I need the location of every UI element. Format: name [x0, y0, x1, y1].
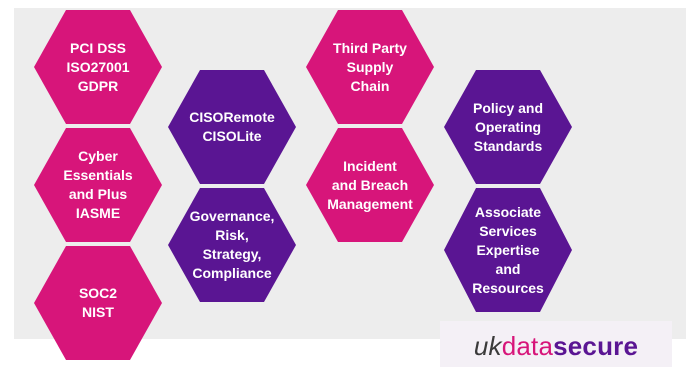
hex-third-party: Third Party Supply Chain [306, 10, 434, 124]
hex-label: SOC2 NIST [78, 285, 118, 320]
hex-label: Policy and Operating Standards [472, 99, 544, 154]
hex-label: PCI DSS ISO27001 GDPR [66, 39, 130, 94]
hex-label: CISORemote CISOLite [189, 109, 275, 144]
hex-incident-breach: Incident and Breach Management [306, 128, 434, 242]
hex-label: Incident and Breach Management [327, 157, 413, 212]
logo-uk: uk [473, 331, 502, 361]
hex-label: Governance, Risk, Strategy, Compliance [189, 208, 275, 281]
logo-secure: secure [553, 331, 639, 361]
hex-label: Third Party Supply Chain [333, 39, 407, 94]
hex-label: Associate Services Expertise and Resourc… [472, 203, 544, 296]
logo-data: data [501, 331, 554, 361]
hex-label: Cyber Essentials and Plus IASME [63, 148, 133, 221]
